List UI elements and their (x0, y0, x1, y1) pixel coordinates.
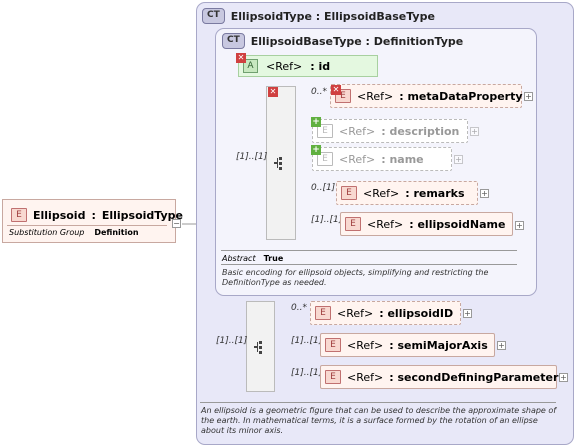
prohibited-icon: ✕ (331, 85, 341, 95)
abstract-label: Abstract (222, 254, 256, 263)
element-ellipsoid-name[interactable]: E <Ref> : ellipsoidName (340, 212, 513, 236)
element-name: : semiMajorAxis (389, 338, 488, 352)
attribute-id[interactable]: A <Ref> : id (238, 55, 378, 77)
expand-button[interactable]: + (480, 189, 489, 198)
inner-type-description: Basic encoding for ellipsoid objects, si… (222, 268, 489, 287)
expand-button[interactable]: + (515, 221, 524, 230)
added-icon: + (311, 145, 321, 155)
element-remarks[interactable]: E <Ref> : remarks (336, 181, 478, 205)
sequence-icon (274, 157, 282, 170)
outer-type-header: CT EllipsoidType : EllipsoidBaseType (202, 8, 435, 24)
abstract-row: Abstract True (222, 254, 283, 263)
element-cardinality: [1]..[1] (311, 215, 343, 225)
complex-type-badge-icon: CT (202, 8, 225, 24)
element-ref: <Ref> (347, 370, 384, 384)
element-ref: <Ref> (339, 152, 376, 166)
expand-button[interactable]: + (524, 92, 533, 101)
element-ref: <Ref> (357, 89, 394, 103)
element-name: : name (381, 152, 424, 166)
element-badge-icon: E (341, 186, 357, 200)
outer-type-description: An ellipsoid is a geometric figure that … (201, 406, 557, 435)
sequence-icon (253, 340, 262, 354)
attribute-name: : id (310, 59, 331, 73)
expand-button[interactable]: + (497, 341, 506, 350)
element-ref: <Ref> (363, 186, 400, 200)
outer-sequence-cardinality: [1]..[1] (216, 336, 248, 346)
element-ref: <Ref> (347, 338, 384, 352)
element-badge-icon: E (345, 217, 361, 231)
prohibited-icon: ✕ (236, 53, 246, 63)
element-name: : remarks (405, 186, 465, 200)
outer-type-title: EllipsoidType : EllipsoidBaseType (230, 9, 435, 23)
root-element-type: EllipsoidType (101, 208, 184, 222)
element-name: : secondDefiningParameter (389, 370, 559, 384)
substitution-group-row: Substitution Group Definition (9, 228, 139, 237)
expand-button[interactable]: + (463, 309, 472, 318)
element-name: : ellipsoidID (379, 306, 454, 320)
inner-sequence-compositor[interactable] (266, 86, 296, 240)
inner-type-title: EllipsoidBaseType : DefinitionType (250, 34, 464, 48)
element-name: : description (381, 124, 460, 138)
root-element-header: E Ellipsoid : EllipsoidType (11, 208, 183, 222)
element-name: : ellipsoidName (409, 217, 506, 231)
expand-button[interactable]: + (454, 155, 463, 164)
substitution-group-value: Definition (94, 228, 139, 237)
element-semi-major-axis[interactable]: E <Ref> : semiMajorAxis (320, 333, 495, 357)
added-icon: + (311, 117, 321, 127)
element-meta-data-property[interactable]: E <Ref> : metaDataProperty (330, 84, 523, 108)
element-ref: <Ref> (337, 306, 374, 320)
element-description[interactable]: E <Ref> : description (312, 119, 468, 143)
element-cardinality: 0..* (311, 87, 327, 97)
element-name: : metaDataProperty (399, 89, 523, 103)
root-element-box[interactable]: E Ellipsoid : EllipsoidType Substitution… (2, 199, 183, 243)
element-ref: <Ref> (367, 217, 404, 231)
element-badge-icon: E (11, 208, 27, 222)
element-cardinality: [1]..[1] (291, 336, 323, 346)
inner-type-header: CT EllipsoidBaseType : DefinitionType (222, 33, 463, 49)
abstract-value: True (263, 254, 284, 263)
element-cardinality: 0..* (291, 303, 307, 313)
element-badge-icon: E (315, 306, 331, 320)
root-element-name: Ellipsoid (33, 208, 86, 222)
substitution-group-label: Substitution Group (9, 228, 85, 237)
element-name-item[interactable]: E <Ref> : name (312, 147, 452, 171)
element-ellipsoid-id[interactable]: E <Ref> : ellipsoidID (310, 301, 461, 325)
element-badge-icon: E (325, 370, 341, 384)
expand-button[interactable]: + (559, 373, 568, 382)
prohibited-icon: ✕ (268, 87, 278, 97)
element-cardinality: [1]..[1] (291, 368, 323, 378)
expand-button[interactable]: + (470, 127, 479, 136)
element-ref: <Ref> (339, 124, 376, 138)
inner-sequence-cardinality: [1]..[1] (236, 152, 268, 162)
element-cardinality: 0..[1] (311, 183, 336, 193)
element-badge-icon: E (317, 152, 333, 166)
element-second-defining-parameter[interactable]: E <Ref> : secondDefiningParameter (320, 365, 559, 389)
outer-sequence-compositor[interactable] (246, 301, 275, 392)
element-badge-icon: E (317, 124, 333, 138)
attribute-badge-icon: A (243, 59, 258, 73)
attribute-ref: <Ref> (266, 59, 303, 73)
element-badge-icon: E (325, 338, 341, 352)
complex-type-badge-icon: CT (222, 33, 245, 49)
root-type-separator: : (91, 208, 96, 222)
collapse-toggle-button[interactable]: − (172, 219, 181, 228)
